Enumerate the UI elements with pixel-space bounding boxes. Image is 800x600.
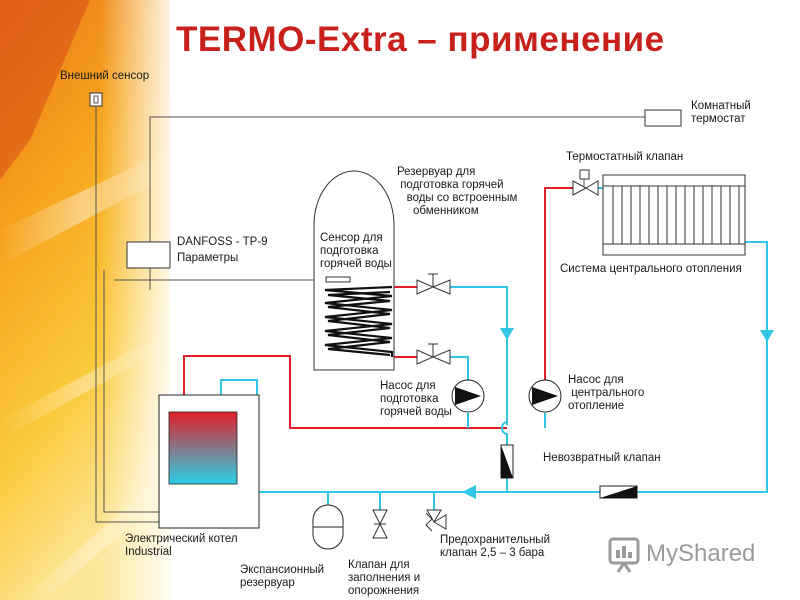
parameters-label: Параметры: [177, 252, 239, 264]
tank-label: Резервуар для подготовка горячей воды со…: [397, 166, 518, 217]
check-valve-horizontal: [599, 485, 638, 499]
electric-boiler: [158, 394, 260, 529]
background-decoration: [0, 0, 180, 600]
myshared-logo-text: MyShared: [646, 540, 756, 567]
danfoss-label: DANFOSS - TP-9: [177, 236, 268, 248]
room-thermostat-label: Комнатный термостат: [691, 100, 751, 125]
fill-valve-label: Клапан для заполнения и опорожнения: [348, 559, 421, 597]
pump-central-heating: [528, 379, 562, 413]
hot-pipes: [183, 187, 573, 429]
cold-pipes: [220, 187, 768, 510]
outdoor-sensor: [89, 92, 103, 107]
expansion-tank: [312, 504, 344, 550]
outdoor-sensor-label: Внешний сенсор: [60, 70, 150, 82]
pump-dhw-label: Насос для подготовка горячей воды: [380, 380, 452, 418]
page-title: TERMO-Extra – применение: [176, 20, 665, 59]
central-heating-label: Система центрального отопления: [560, 263, 742, 275]
tank-valve-top: [416, 273, 451, 295]
tank-valve-bottom: [416, 343, 451, 365]
hot-water-tank: [313, 170, 395, 371]
check-valve-vertical: [500, 444, 514, 479]
thermostatic-valve-label: Термостатный клапан: [566, 151, 684, 163]
tank-sensor: [325, 276, 351, 283]
dhw-sensor-label: Сенсор для подготовка горячей воды: [320, 232, 392, 270]
check-valve-label: Невозвратный клапан: [543, 452, 661, 464]
pump-dhw: [451, 379, 485, 413]
pump-ch-label: Насос для центрального отопление: [568, 374, 645, 412]
expansion-tank-label: Экспансионный резервуар: [240, 564, 325, 589]
danfoss-controller: [126, 241, 171, 269]
myshared-logo-icon: [608, 537, 640, 573]
flow-arrows: [462, 328, 774, 499]
safety-valve: [425, 509, 447, 532]
thermostatic-valve: [572, 169, 599, 196]
pipe-crossover: [501, 421, 508, 435]
safety-valve-label: Предохранительный клапан 2,5 – 3 бара: [440, 534, 550, 559]
tank-coil: [324, 285, 394, 357]
fill-drain-valve: [372, 509, 388, 539]
room-thermostat: [644, 109, 682, 127]
boiler-label: Электрический котел Industrial: [125, 533, 238, 558]
radiator: [602, 174, 746, 256]
